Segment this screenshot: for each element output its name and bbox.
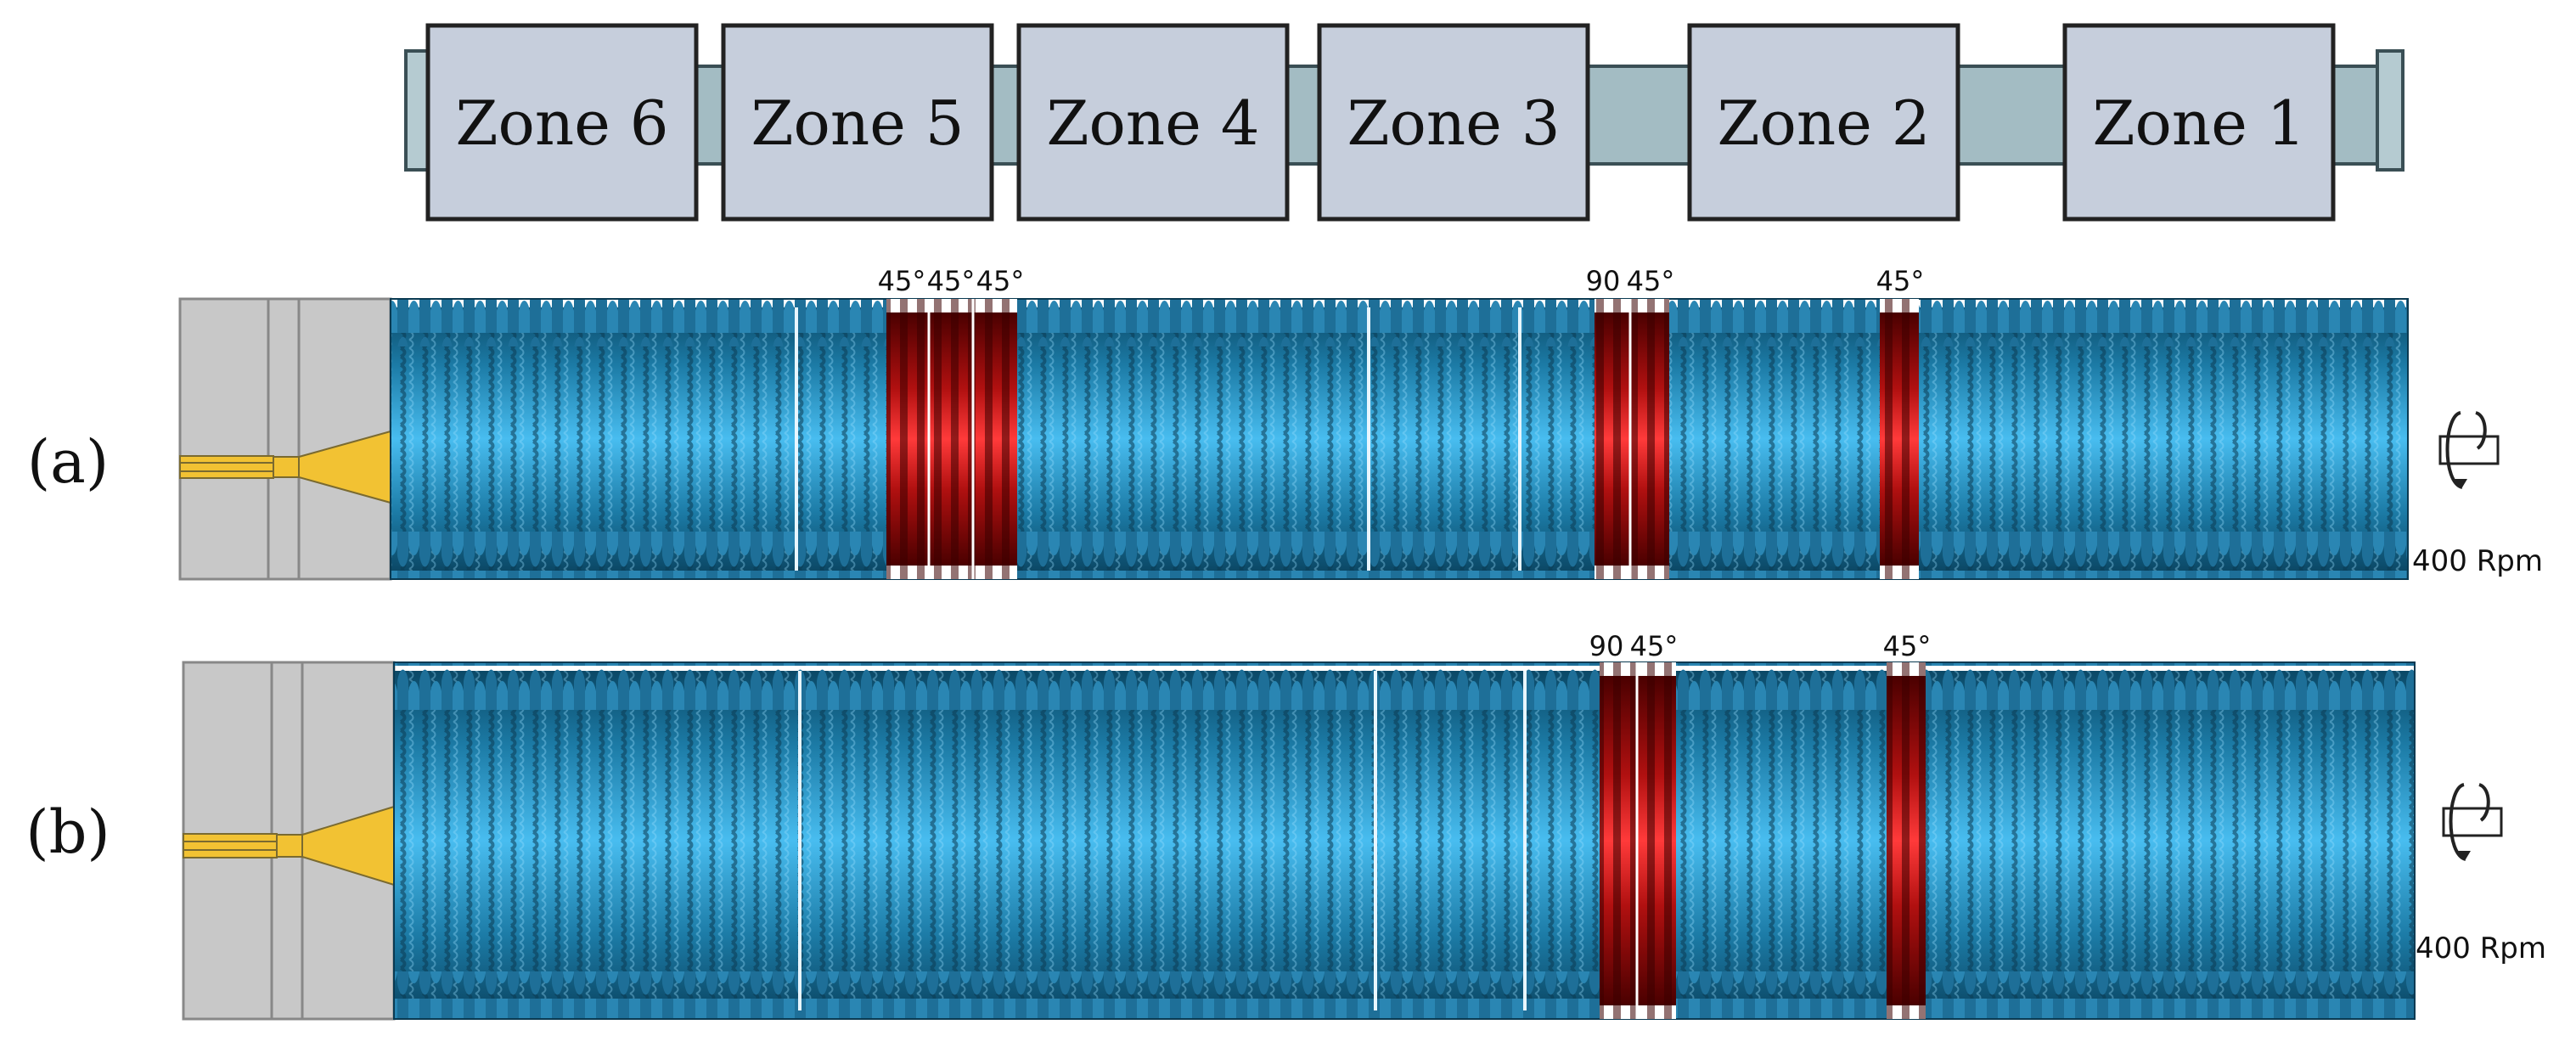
angle-label: 90 <box>1589 630 1624 662</box>
angle-label: 45° <box>1630 630 1679 662</box>
kneading-block-b1 <box>1600 662 1676 1019</box>
screw-shaft-b <box>393 661 2416 1020</box>
zone-label: Zone 6 <box>455 87 668 159</box>
screw-configuration-b: (b) <box>25 630 2546 1021</box>
zone-1: Zone 1 <box>2062 23 2336 222</box>
kneading-block-a1 <box>886 299 1017 579</box>
kneading-block-a2 <box>1595 299 1669 579</box>
zone-5: Zone 5 <box>721 23 994 222</box>
kneading-block-b2 <box>1887 662 1926 1019</box>
zone-label: Zone 1 <box>2092 87 2305 159</box>
zone-label: Zone 2 <box>1717 87 1930 159</box>
kneading-block-a3 <box>1880 299 1919 579</box>
angle-label: 45° <box>1876 265 1925 297</box>
angle-label: 90 <box>1586 265 1621 297</box>
zone-3: Zone 3 <box>1317 23 1590 222</box>
die-channel <box>179 455 274 479</box>
zone-label: Zone 5 <box>751 87 964 159</box>
die-block-b <box>182 661 396 1021</box>
speed-label: 400 Rpm <box>2412 544 2543 578</box>
angle-label: 45° <box>1627 265 1675 297</box>
screw-shaft-a <box>390 298 2409 580</box>
zone-label: Zone 4 <box>1046 87 1259 159</box>
zone-2: Zone 2 <box>1687 23 1960 222</box>
angle-label: 45° <box>878 265 926 297</box>
zone-label: Zone 3 <box>1347 87 1560 159</box>
rotation-icon <box>2438 411 2500 489</box>
zone-4: Zone 4 <box>1016 23 1290 222</box>
zone-row: Zone 6 Zone 5 Zone 4 Zone 3 Zone 2 Zone … <box>425 23 2336 222</box>
barrel-flange-right <box>2376 49 2404 172</box>
die-block-a <box>178 297 392 581</box>
screw-configuration-a: (a) <box>27 265 2543 581</box>
angle-label: 45° <box>976 265 1025 297</box>
angle-label: 45° <box>927 265 976 297</box>
panel-label-a: (a) <box>27 427 109 497</box>
rotation-icon <box>2442 783 2503 861</box>
speed-label: 400 Rpm <box>2416 932 2546 965</box>
angle-label: 45° <box>1883 630 1932 662</box>
die-channel <box>183 833 278 858</box>
zone-6: Zone 6 <box>425 23 699 222</box>
panel-label-b: (b) <box>25 797 110 867</box>
